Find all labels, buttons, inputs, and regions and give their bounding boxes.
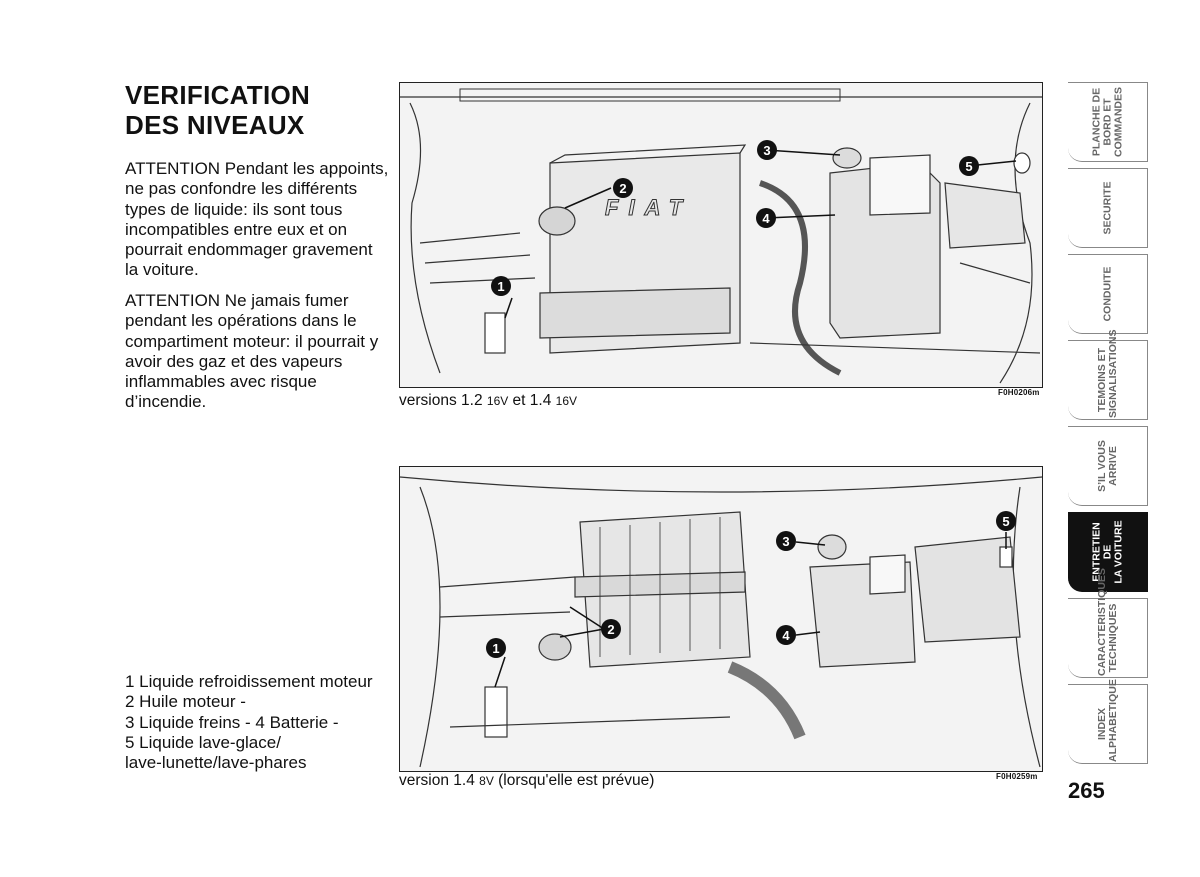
tab-conduite[interactable]: CONDUITE xyxy=(1068,254,1148,334)
figure-code: F0H0259m xyxy=(996,772,1038,781)
figure-caption-8v: version 1.4 8V (lorsqu'elle est prévue) xyxy=(399,772,655,789)
warning-paragraph-no-smoking: ATTENTION Ne jamais fumer pendant les op… xyxy=(125,291,379,412)
svg-text:3: 3 xyxy=(763,143,770,158)
svg-text:2: 2 xyxy=(607,622,614,637)
tab-temoins[interactable]: TEMOINS ET SIGNALISATIONS xyxy=(1068,330,1148,420)
callout-marker: 1 xyxy=(486,638,506,658)
callout-marker: 4 xyxy=(776,625,796,645)
tab-securite[interactable]: SECURITE xyxy=(1068,168,1148,248)
legend-item: 5 Liquide lave-glace/ xyxy=(125,732,281,752)
svg-text:5: 5 xyxy=(1002,514,1009,529)
section-title-line2: DES NIVEAUX xyxy=(125,110,305,140)
engine-bay-illustration-8v: 1 2 3 4 5 xyxy=(399,466,1043,772)
fiat-brand-lettering: FIAT xyxy=(605,195,692,220)
svg-text:4: 4 xyxy=(782,628,790,643)
callout-marker: 1 xyxy=(491,276,511,296)
tab-entretien[interactable]: ENTRETIEN DE LA VOITURE xyxy=(1068,512,1148,592)
tab-caracteristiques[interactable]: CARACTERISTIQUES TECHNIQUES xyxy=(1068,568,1148,678)
callout-marker: 3 xyxy=(757,140,777,160)
callout-marker: 4 xyxy=(756,208,776,228)
tab-planche-de-bord[interactable]: PLANCHE DE BORD ET COMMANDES xyxy=(1068,82,1148,162)
legend-item: lave-lunette/lave-phares xyxy=(125,753,307,773)
svg-text:3: 3 xyxy=(782,534,789,549)
svg-text:2: 2 xyxy=(619,181,626,196)
engine-bay-illustration-16v: FIAT 1 2 3 4 5 xyxy=(399,82,1043,388)
figure-caption-16v: versions 1.2 16V et 1.4 16V xyxy=(399,392,578,409)
legend-item: 3 Liquide freins - 4 Batterie - xyxy=(125,712,339,732)
tab-index[interactable]: INDEX ALPHABETIQUE xyxy=(1068,679,1148,764)
callout-marker: 2 xyxy=(613,178,633,198)
warning-paragraph-mixing-fluids: ATTENTION Pendant les appoints, ne pas c… xyxy=(125,159,389,280)
legend-item: 1 Liquide refroidissement moteur xyxy=(125,672,373,691)
tab-sil-vous-arrive[interactable]: S’IL VOUS ARRIVE xyxy=(1068,426,1148,506)
svg-text:4: 4 xyxy=(762,211,770,226)
figure-legend: 1 Liquide refroidissement moteur 2 Huile… xyxy=(125,672,395,773)
figure-code: F0H0206m xyxy=(998,388,1040,397)
svg-text:5: 5 xyxy=(965,159,972,174)
callout-marker: 2 xyxy=(601,619,621,639)
callout-marker: 5 xyxy=(996,511,1016,531)
callout-marker: 3 xyxy=(776,531,796,551)
legend-item: 2 Huile moteur - xyxy=(125,692,246,712)
page-number: 265 xyxy=(1068,778,1105,803)
section-title-line1: VERIFICATION xyxy=(125,80,311,110)
svg-text:1: 1 xyxy=(497,279,504,294)
callout-marker: 5 xyxy=(959,156,979,176)
svg-text:1: 1 xyxy=(492,641,499,656)
section-title: VERIFICATION DES NIVEAUX xyxy=(125,80,310,140)
